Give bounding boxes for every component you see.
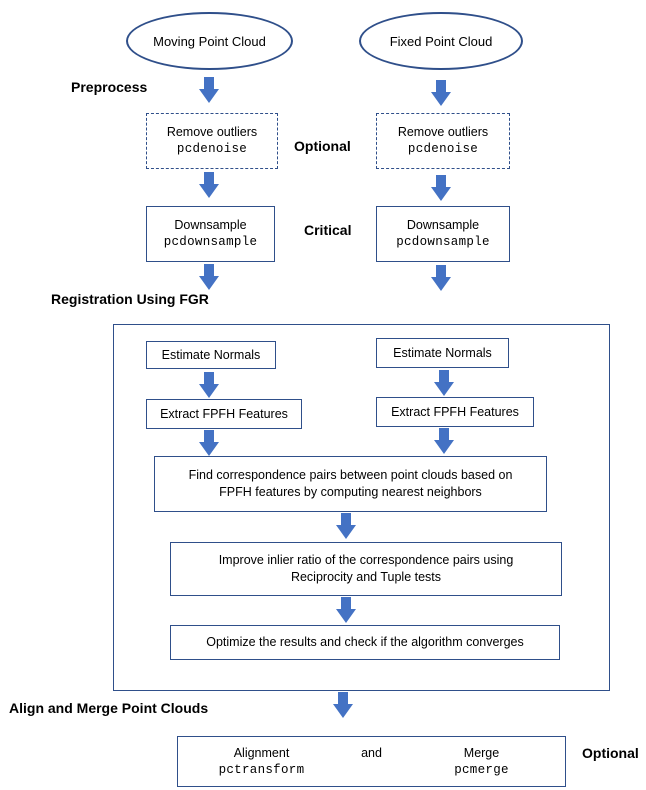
- arrow-downsample-to-registration-fixed: [431, 265, 451, 291]
- extract-fpfh-box-fixed: Extract FPFH Features: [376, 397, 534, 427]
- extract-fpfh-text: Extract FPFH Features: [160, 406, 288, 421]
- and-text: and: [361, 745, 382, 760]
- alignment-text: Alignment: [233, 745, 290, 760]
- fgr-registration-container: [113, 324, 610, 691]
- pcdenoise-function: pcdenoise: [176, 142, 248, 156]
- correspondence-text-line1: Find correspondence pairs between point …: [188, 468, 513, 482]
- arrow-fpfh-to-correspondence-moving: [199, 430, 219, 456]
- arrow-moving-to-remove-outliers: [199, 77, 219, 103]
- moving-point-cloud-node: Moving Point Cloud: [126, 12, 293, 70]
- merge-text: Merge: [463, 745, 500, 760]
- extract-fpfh-box-moving: Extract FPFH Features: [146, 399, 302, 429]
- pcdenoise-function: pcdenoise: [407, 142, 479, 156]
- pcdownsample-function: pcdownsample: [163, 235, 258, 249]
- pctransform-function: pctransform: [218, 762, 305, 777]
- improve-inlier-text-line2: Reciprocity and Tuple tests: [290, 570, 442, 584]
- arrow-fixed-to-remove-outliers: [431, 80, 451, 106]
- extract-fpfh-text: Extract FPFH Features: [391, 404, 519, 419]
- pcdownsample-function: pcdownsample: [396, 235, 490, 249]
- arrow-registration-to-align-merge: [333, 692, 353, 718]
- fixed-point-cloud-label: Fixed Point Cloud: [389, 33, 493, 49]
- improve-inlier-box: Improve inlier ratio of the corresponden…: [170, 542, 562, 596]
- align-merge-label: Align and Merge Point Clouds: [9, 700, 209, 716]
- fixed-point-cloud-node: Fixed Point Cloud: [359, 12, 523, 70]
- preprocess-label: Preprocess: [71, 79, 148, 95]
- downsample-box-moving: Downsample pcdownsample: [146, 206, 275, 262]
- correspondence-text-line2: FPFH features by computing nearest neigh…: [219, 485, 482, 499]
- arrow-normals-to-fpfh-moving: [199, 372, 219, 398]
- remove-outliers-box-moving: Remove outliers pcdenoise: [146, 113, 278, 169]
- arrow-correspondence-to-improve: [336, 513, 356, 539]
- remove-outliers-text: Remove outliers: [397, 125, 489, 139]
- critical-label: Critical: [304, 222, 352, 238]
- estimate-normals-box-moving: Estimate Normals: [146, 341, 276, 369]
- pcmerge-function: pcmerge: [454, 762, 509, 777]
- estimate-normals-box-fixed: Estimate Normals: [376, 338, 509, 368]
- optimize-text: Optimize the results and check if the al…: [206, 635, 524, 649]
- arrow-improve-to-optimize: [336, 597, 356, 623]
- arrow-remove-outliers-to-downsample-fixed: [431, 175, 451, 201]
- estimate-normals-text: Estimate Normals: [161, 347, 261, 362]
- correspondence-pairs-box: Find correspondence pairs between point …: [154, 456, 547, 512]
- arrow-fpfh-to-correspondence-fixed: [434, 428, 454, 454]
- arrow-downsample-to-registration-moving: [199, 264, 219, 290]
- improve-inlier-text-line1: Improve inlier ratio of the corresponden…: [218, 553, 514, 567]
- downsample-text: Downsample: [174, 218, 247, 232]
- align-merge-box: Alignment pctransform and Merge pcmerge: [177, 736, 566, 787]
- arrow-remove-outliers-to-downsample-moving: [199, 172, 219, 198]
- downsample-text: Downsample: [406, 218, 480, 232]
- downsample-box-fixed: Downsample pcdownsample: [376, 206, 510, 262]
- optional-label-preprocess: Optional: [294, 138, 351, 154]
- registration-label: Registration Using FGR: [51, 291, 209, 307]
- estimate-normals-text: Estimate Normals: [393, 345, 492, 360]
- optional-label-final: Optional: [582, 745, 639, 761]
- remove-outliers-box-fixed: Remove outliers pcdenoise: [376, 113, 510, 169]
- remove-outliers-text: Remove outliers: [166, 125, 258, 139]
- moving-point-cloud-label: Moving Point Cloud: [153, 33, 266, 49]
- optimize-box: Optimize the results and check if the al…: [170, 625, 560, 660]
- arrow-normals-to-fpfh-fixed: [434, 370, 454, 396]
